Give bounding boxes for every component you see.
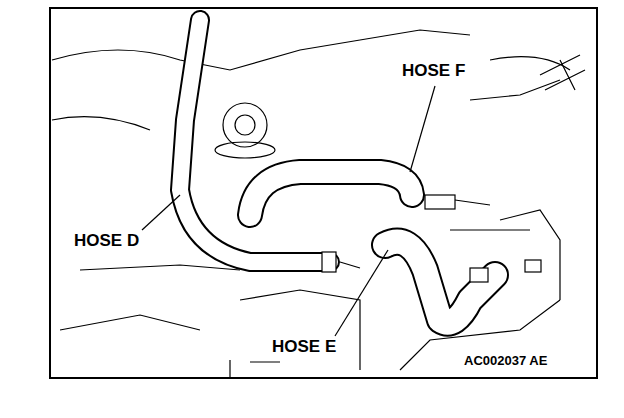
figure-code: AC002037 AE — [462, 354, 549, 368]
part-label: HOSE D — [72, 232, 141, 251]
leader-lines — [142, 86, 435, 336]
frame — [50, 8, 597, 378]
hoses — [180, 20, 495, 323]
part-label: HOSE F — [400, 62, 467, 81]
background-parts — [52, 30, 585, 378]
hose-clamps — [322, 195, 541, 282]
part-label: HOSE E — [270, 338, 338, 357]
